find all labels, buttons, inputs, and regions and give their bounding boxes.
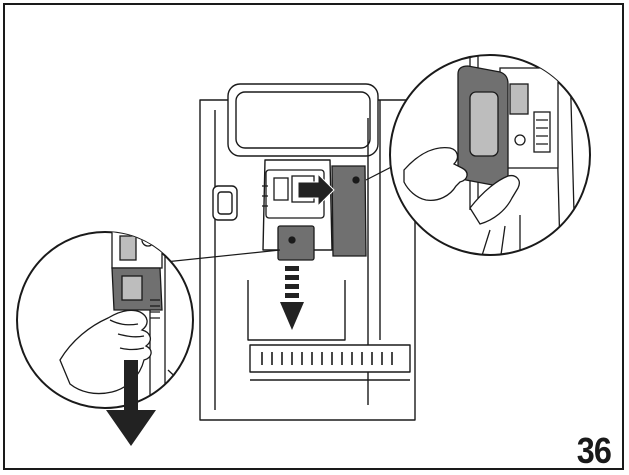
callout-leader-left — [164, 249, 281, 263]
drip-tray-grid — [261, 352, 393, 365]
detail-callout-right — [389, 54, 591, 256]
detail-callout-left — [16, 231, 194, 446]
arrow-down-icon — [106, 360, 156, 446]
side-door — [331, 165, 367, 257]
figure-frame — [3, 3, 624, 470]
step-number: 36 — [576, 430, 612, 471]
dashed-arrow-down-icon — [280, 266, 304, 330]
arrow-right-icon — [297, 172, 335, 208]
